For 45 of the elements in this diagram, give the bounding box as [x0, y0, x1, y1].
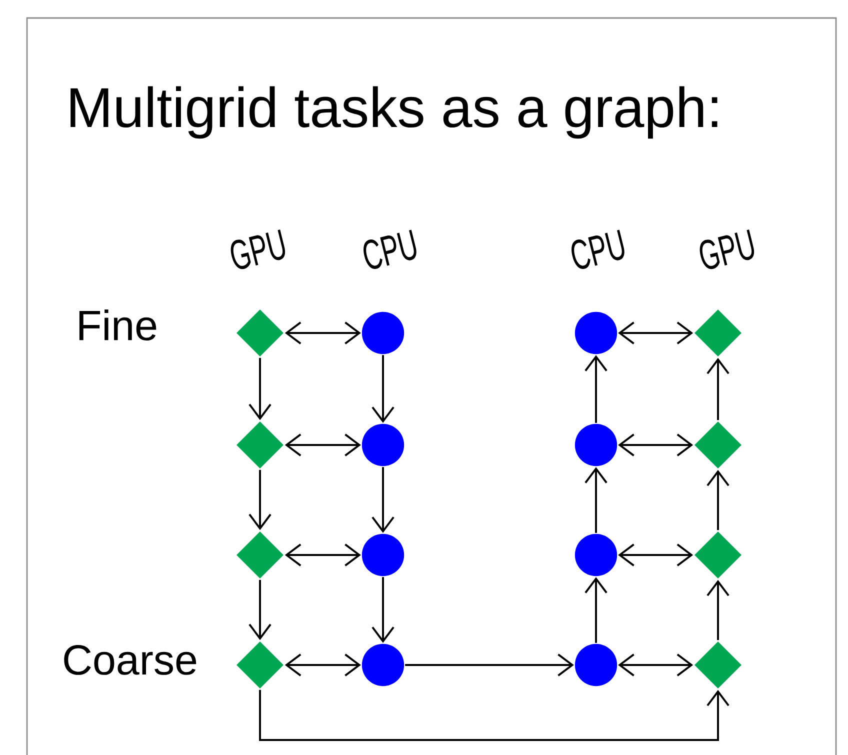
arrow	[248, 470, 272, 530]
column-label: CPU	[572, 230, 624, 269]
double-arrow	[284, 434, 361, 456]
gpu-diamond	[694, 532, 742, 578]
cpu-circle	[574, 424, 618, 466]
cpu-circle	[362, 424, 404, 466]
arrow	[405, 654, 574, 676]
gpu-diamond	[694, 310, 742, 356]
column-label: CPU	[364, 230, 416, 269]
arrow	[372, 467, 394, 533]
arrow	[584, 355, 608, 423]
column-label: GPU	[230, 230, 286, 270]
double-arrow	[618, 322, 694, 344]
row-label: Coarse	[64, 645, 196, 675]
arrow	[372, 355, 394, 423]
cpu-circle	[362, 644, 404, 686]
gpu-diamond	[694, 642, 742, 688]
arrow	[248, 580, 272, 640]
arrow	[259, 690, 730, 741]
gpu-diamond	[236, 642, 284, 688]
arrow	[706, 580, 730, 640]
double-arrow	[618, 434, 694, 456]
gpu-diamond	[694, 422, 742, 468]
double-arrow	[284, 544, 361, 566]
arrow	[584, 467, 608, 533]
row-label: Fine	[79, 310, 156, 340]
double-arrow	[618, 544, 694, 566]
arrow	[706, 358, 730, 420]
arrow	[248, 358, 272, 420]
cpu-circle	[574, 644, 618, 686]
cpu-circle	[362, 312, 404, 354]
arrow	[372, 577, 394, 643]
gpu-diamond	[236, 310, 284, 356]
arrow	[706, 470, 730, 530]
cpu-circle	[574, 534, 618, 576]
gpu-diamond	[236, 422, 284, 468]
double-arrow	[284, 322, 361, 344]
cpu-circle	[362, 534, 404, 576]
title: Multigrid tasks as a graph:	[70, 86, 718, 139]
double-arrow	[618, 654, 694, 676]
gpu-diamond	[236, 532, 284, 578]
double-arrow	[284, 654, 361, 676]
column-label: GPU	[700, 230, 754, 270]
cpu-circle	[574, 312, 618, 354]
arrow	[584, 577, 608, 643]
